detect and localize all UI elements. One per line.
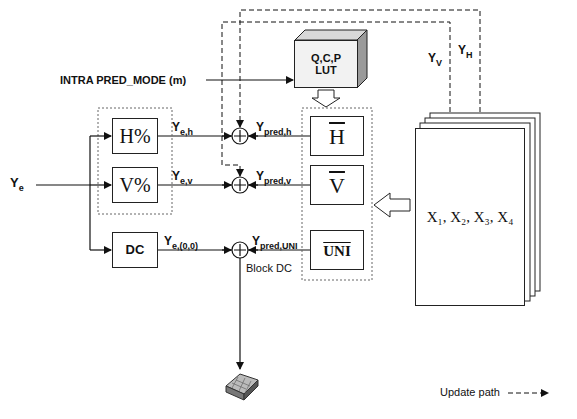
- dotted-group: [302, 108, 372, 280]
- input-wire: [90, 184, 111, 185]
- node-text: H%: [119, 125, 150, 147]
- node-text: V%: [119, 174, 150, 196]
- signal-label: Ye,v: [172, 170, 193, 183]
- update-path: [240, 10, 480, 127]
- predictor-box: UNI: [310, 230, 364, 270]
- mode-label: INTRA PRED_MODE (m): [60, 74, 186, 86]
- hollow-arrow: [312, 90, 340, 107]
- hollow-arrow: [374, 193, 410, 217]
- node-text: UNI: [323, 241, 351, 260]
- lut-top-face: [295, 30, 367, 40]
- input-wire: [36, 184, 90, 185]
- storage-stack: X₁, X₂, X₃, X₄: [415, 128, 525, 306]
- node-text: H: [329, 123, 345, 149]
- signal-label: Ypred,UNI: [252, 235, 298, 248]
- signal-label: YV: [428, 52, 442, 65]
- process-box: DC: [112, 232, 158, 268]
- adder-symbol: [222, 177, 258, 193]
- output-label: Block DC: [246, 262, 292, 274]
- process-box: V%: [112, 167, 158, 203]
- adder-symbol: [222, 128, 258, 144]
- node-text: Q,C,P LUT: [302, 52, 350, 76]
- legend-text: Update path: [440, 386, 500, 398]
- input-wire: [90, 249, 111, 250]
- lut-side-face: [357, 30, 367, 88]
- signal-label: Ye,h: [172, 121, 193, 134]
- signal-label: Ypred,v: [256, 170, 291, 183]
- mode-arrow: [206, 79, 293, 80]
- signal-label: Ye,(0,0): [164, 235, 198, 248]
- signal-label: Ypred,h: [256, 121, 292, 134]
- node-text: X₁, X₂, X₃, X₄: [427, 209, 514, 226]
- input-wire: [90, 135, 111, 136]
- node-text: V: [329, 172, 345, 198]
- process-box: H%: [112, 118, 158, 154]
- predictor-box: H: [310, 116, 364, 156]
- signal-label: Ye: [10, 176, 24, 190]
- predictor-box: V: [310, 165, 364, 205]
- block-icon: [226, 374, 258, 400]
- lut-box: Q,C,P LUT: [294, 40, 358, 88]
- signal-label: YH: [458, 44, 473, 57]
- output-wire: [239, 258, 240, 369]
- dotted-group: [98, 108, 172, 214]
- input-wire: [89, 136, 90, 250]
- node-text: DC: [126, 243, 145, 257]
- legend-sample: [508, 393, 548, 394]
